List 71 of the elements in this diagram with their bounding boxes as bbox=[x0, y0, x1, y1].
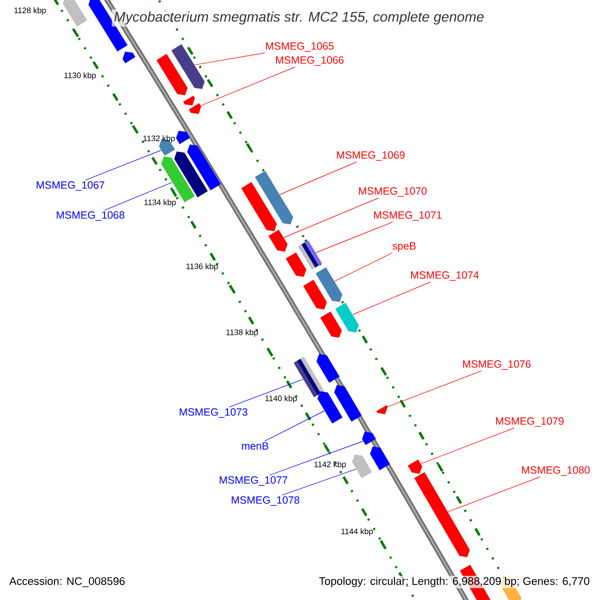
gene-label: MSMEG_1068 bbox=[56, 211, 124, 221]
gene-block bbox=[370, 446, 390, 470]
gene-label: MSMEG_1071 bbox=[374, 211, 442, 221]
gene-block bbox=[174, 152, 208, 198]
gene-block bbox=[376, 405, 388, 414]
gene-block bbox=[335, 302, 359, 332]
scale-label: 1142 kbp bbox=[314, 461, 346, 469]
gene-block bbox=[156, 54, 188, 96]
gene-label: menB bbox=[242, 442, 268, 450]
scale-label: 1132 kbp bbox=[143, 135, 175, 143]
leader-line bbox=[388, 370, 482, 408]
gene-block bbox=[414, 472, 470, 558]
gene-label: MSMEG_1077 bbox=[220, 476, 288, 486]
gene-bar bbox=[298, 240, 322, 270]
gene-block bbox=[176, 130, 190, 144]
gene-block bbox=[334, 385, 362, 422]
gene-block bbox=[122, 52, 136, 64]
gene-block bbox=[316, 354, 340, 383]
gene-label: MSMEG_1079 bbox=[496, 417, 564, 427]
gene-block bbox=[183, 96, 195, 106]
gene-label: MSMEG_1076 bbox=[463, 360, 531, 370]
gene-block bbox=[254, 170, 294, 224]
gene-label: MSMEG_1067 bbox=[36, 181, 104, 191]
leader-line bbox=[283, 198, 379, 238]
leader-line bbox=[228, 378, 304, 408]
gene-block bbox=[303, 280, 327, 310]
leader-line bbox=[279, 162, 358, 195]
gene-block bbox=[317, 391, 343, 424]
leader-line bbox=[85, 150, 162, 180]
scale-label: 1140 kbp bbox=[265, 395, 297, 403]
gene-block bbox=[408, 460, 422, 474]
gene-block bbox=[241, 182, 277, 232]
footer-text: Accession: NC_008596 bbox=[8, 576, 126, 588]
leader-line bbox=[104, 182, 172, 210]
gene-label: MSMEG_1065 bbox=[266, 42, 334, 52]
gene-block bbox=[188, 103, 202, 114]
leader-line bbox=[194, 52, 266, 66]
gene-block bbox=[362, 432, 376, 446]
gene-block bbox=[268, 230, 288, 252]
leader-line bbox=[264, 410, 325, 442]
gene-block bbox=[316, 267, 342, 302]
gene-label: MSMEG_1073 bbox=[180, 408, 248, 418]
leader-line bbox=[316, 222, 394, 253]
scale-label: 1136 kbp bbox=[186, 263, 218, 271]
gene-label: speB bbox=[392, 242, 416, 252]
gene-block bbox=[286, 252, 306, 277]
gene-block bbox=[171, 44, 205, 89]
leader-line bbox=[282, 468, 356, 496]
leader-line bbox=[269, 440, 364, 476]
scale-label: 1134 kbp bbox=[144, 199, 176, 207]
gene-label: MSMEG_1066 bbox=[276, 56, 344, 66]
scale-label: 1138 kbp bbox=[226, 329, 258, 337]
leader-line bbox=[448, 476, 540, 512]
leader-line bbox=[352, 282, 431, 315]
leader-line bbox=[420, 428, 515, 464]
footer-text: Topology: circular; Length: 6,988,209 bp; Genes: 6,770 bbox=[318, 576, 591, 588]
leader-line bbox=[200, 66, 296, 106]
gene-label: MSMEG_1080 bbox=[522, 466, 590, 476]
gene-label: MSMEG_1078 bbox=[232, 496, 300, 506]
scale-label: 1128 kbp bbox=[14, 7, 46, 15]
scale-label: 1144 kbp bbox=[341, 528, 373, 536]
gene-block bbox=[187, 144, 221, 190]
gene-block bbox=[352, 454, 372, 478]
gene-label: MSMEG_1069 bbox=[337, 151, 405, 161]
gene-label: MSMEG_1074 bbox=[411, 271, 479, 281]
gene-block bbox=[62, 0, 88, 27]
gene-label: MSMEG_1070 bbox=[359, 187, 427, 197]
title: Mycobacterium smegmatis str. MC2 155, complete genome bbox=[112, 9, 486, 27]
scale-label: 1130 kbp bbox=[64, 72, 96, 80]
leader-line bbox=[334, 252, 392, 282]
gene-block bbox=[320, 312, 342, 338]
